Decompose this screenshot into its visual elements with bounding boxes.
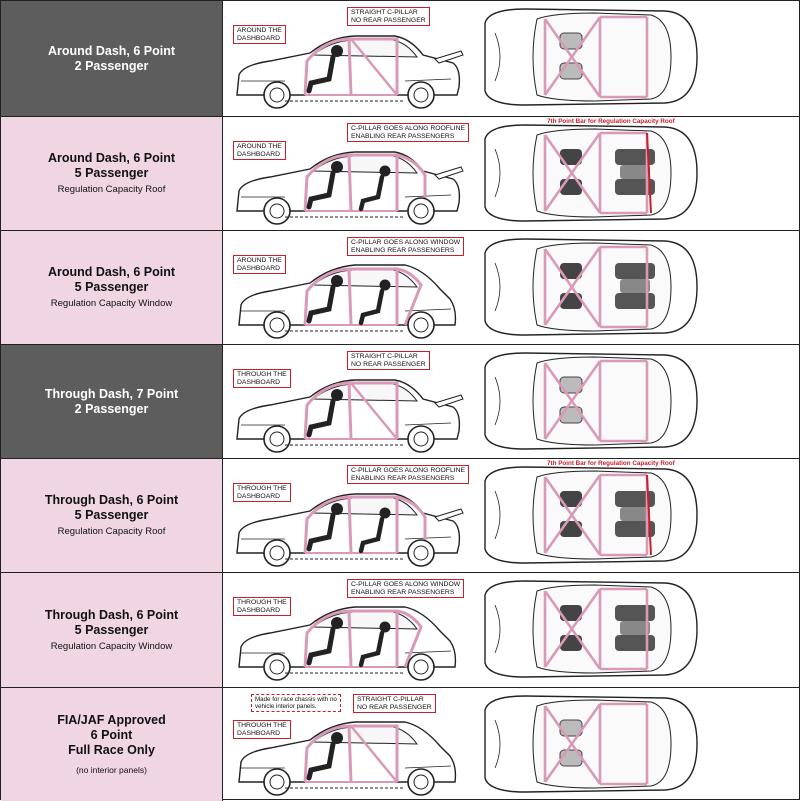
c-pillar-callout: C-PILLAR GOES ALONG WINDOW ENABLING REAR… [347,579,465,599]
c-pillar-callout: STRAIGHT C-PILLAR NO REAR PASSENGER [347,351,430,371]
cage-illustration: AROUND THE DASHBOARD C-PILLAR GOES ALONG … [223,231,800,344]
cage-illustration: AROUND THE DASHBOARD C-PILLAR GOES ALONG … [223,117,800,230]
option-note: Regulation Capacity Roof [57,184,166,195]
option-note: Regulation Capacity Roof [57,526,166,537]
option-subtitle: 6 Point [90,727,133,742]
side-view-car [238,264,457,339]
option-title: Through Dash, 6 Point [44,607,179,622]
side-view-car [238,721,457,796]
side-view-car [238,606,457,681]
dashboard-callout: THROUGH THE DASHBOARD [233,720,291,740]
dashboard-callout: THROUGH THE DASHBOARD [233,483,291,503]
top-view-car [484,352,698,450]
c-pillar-callout: STRAIGHT C-PILLAR NO REAR PASSENGER [353,694,436,714]
option-subtitle: 2 Passenger [74,58,149,73]
option-title: Around Dash, 6 Point [47,265,176,279]
option-subtitle: 5 Passenger [74,166,149,180]
option-title: Around Dash, 6 Point [47,151,176,165]
c-pillar-callout: C-PILLAR GOES ALONG ROOFLINE ENABLING RE… [347,123,470,143]
cage-illustration: THROUGH THE DASHBOARD C-PILLAR GOES ALONG… [223,459,800,572]
dashboard-callout: AROUND THE DASHBOARD [233,255,286,275]
option-subtitle: 5 Passenger [74,508,149,522]
top-view-car [484,8,698,106]
option-note: Regulation Capacity Window [50,640,173,652]
option-title: FIA/JAF Approved [57,712,166,727]
option-note: Regulation Capacity Window [50,298,173,309]
race-chassis-note: Made for race chassis with no vehicle in… [251,694,341,712]
dashboard-callout: THROUGH THE DASHBOARD [233,597,291,617]
cage-illustration: AROUND THE DASHBOARD STRAIGHT C-PILLAR NO… [223,1,800,116]
side-view-car [236,493,464,567]
c-pillar-callout: C-PILLAR GOES ALONG ROOFLINE ENABLING RE… [347,465,470,485]
option-title: Around Dash, 6 Point [47,43,176,58]
cage-illustration: THROUGH THE DASHBOARD STRAIGHT C-PILLAR N… [223,345,800,458]
option-subtitle-2: Full Race Only [68,742,155,757]
dashboard-callout: AROUND THE DASHBOARD [233,25,286,45]
option-subtitle: 5 Passenger [74,280,149,294]
top-view-car [484,124,698,222]
option-title: Through Dash, 7 Point [44,386,179,401]
top-view-car [484,238,698,336]
side-view-car [236,35,464,109]
top-view-car [484,580,698,678]
c-pillar-callout: STRAIGHT C-PILLAR NO REAR PASSENGER [347,7,430,27]
option-subtitle: 5 Passenger [74,622,149,637]
option-subtitle: 2 Passenger [74,401,149,416]
top-view-car [484,466,698,564]
side-view-car [236,151,464,225]
cage-illustration: THROUGH THE DASHBOARD STRAIGHT C-PILLAR N… [223,688,800,801]
dashboard-callout: THROUGH THE DASHBOARD [233,369,291,389]
option-note: (no interior panels) [76,764,147,775]
cage-illustration: THROUGH THE DASHBOARD C-PILLAR GOES ALONG… [223,573,800,687]
top-view-car [484,695,698,793]
dashboard-callout: AROUND THE DASHBOARD [233,141,286,161]
roof-bar-note: 7th Point Bar for Regulation Capacity Ro… [547,460,675,467]
option-title: Through Dash, 6 Point [44,493,179,507]
roof-bar-note: 7th Point Bar for Regulation Capacity Ro… [547,118,675,125]
side-view-car [236,379,464,453]
c-pillar-callout: C-PILLAR GOES ALONG WINDOW ENABLING REAR… [347,237,465,257]
